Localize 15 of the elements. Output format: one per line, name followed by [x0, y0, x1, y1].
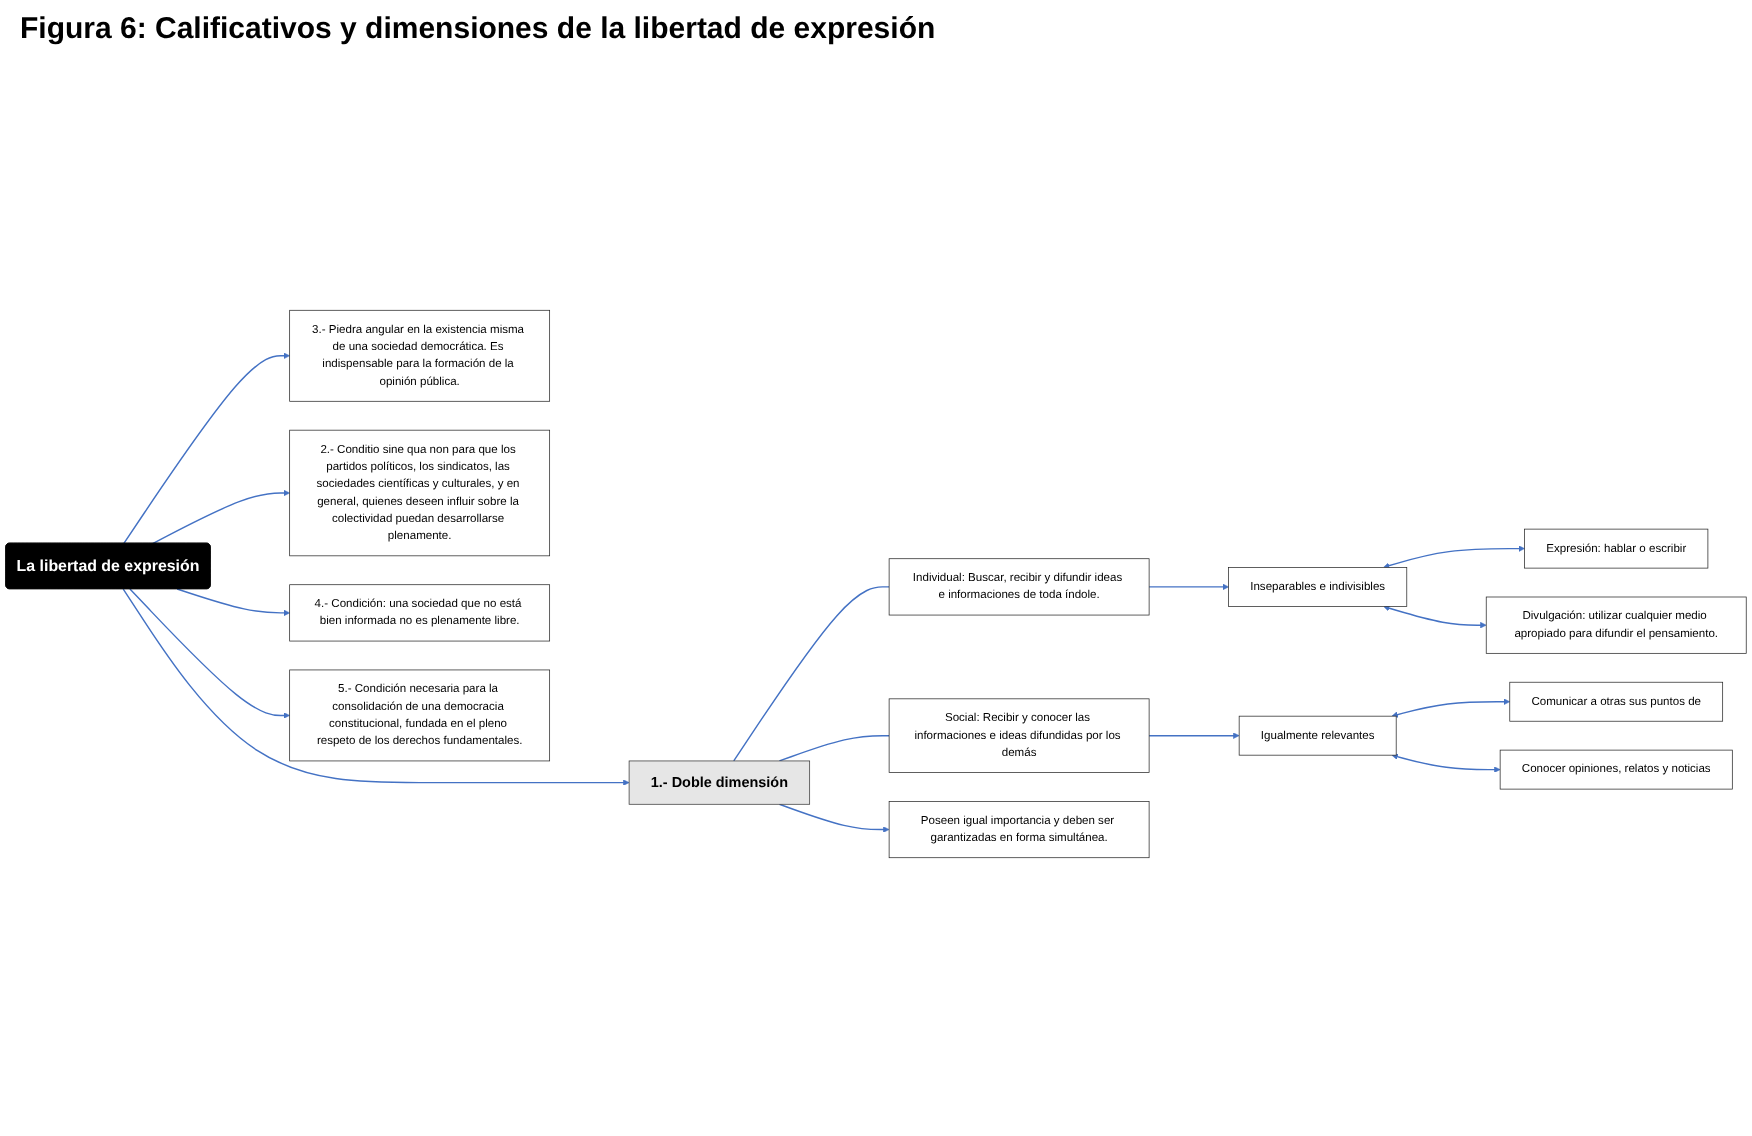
arrow	[151, 489, 290, 545]
arrow	[123, 352, 290, 545]
arrow	[129, 588, 290, 719]
arrow	[1148, 583, 1229, 591]
connector	[733, 586, 890, 762]
arrow	[778, 803, 890, 833]
arrow	[1383, 545, 1525, 569]
connector	[778, 734, 890, 762]
arrow	[122, 588, 630, 786]
arrow	[1148, 732, 1240, 739]
arrow	[1391, 753, 1501, 773]
arrow	[176, 588, 290, 617]
arrow	[1391, 698, 1511, 718]
arrow	[1383, 605, 1487, 629]
figure-title: Figura 6: Calificativos y dimensiones de la libertad de expresión	[20, 12, 938, 46]
